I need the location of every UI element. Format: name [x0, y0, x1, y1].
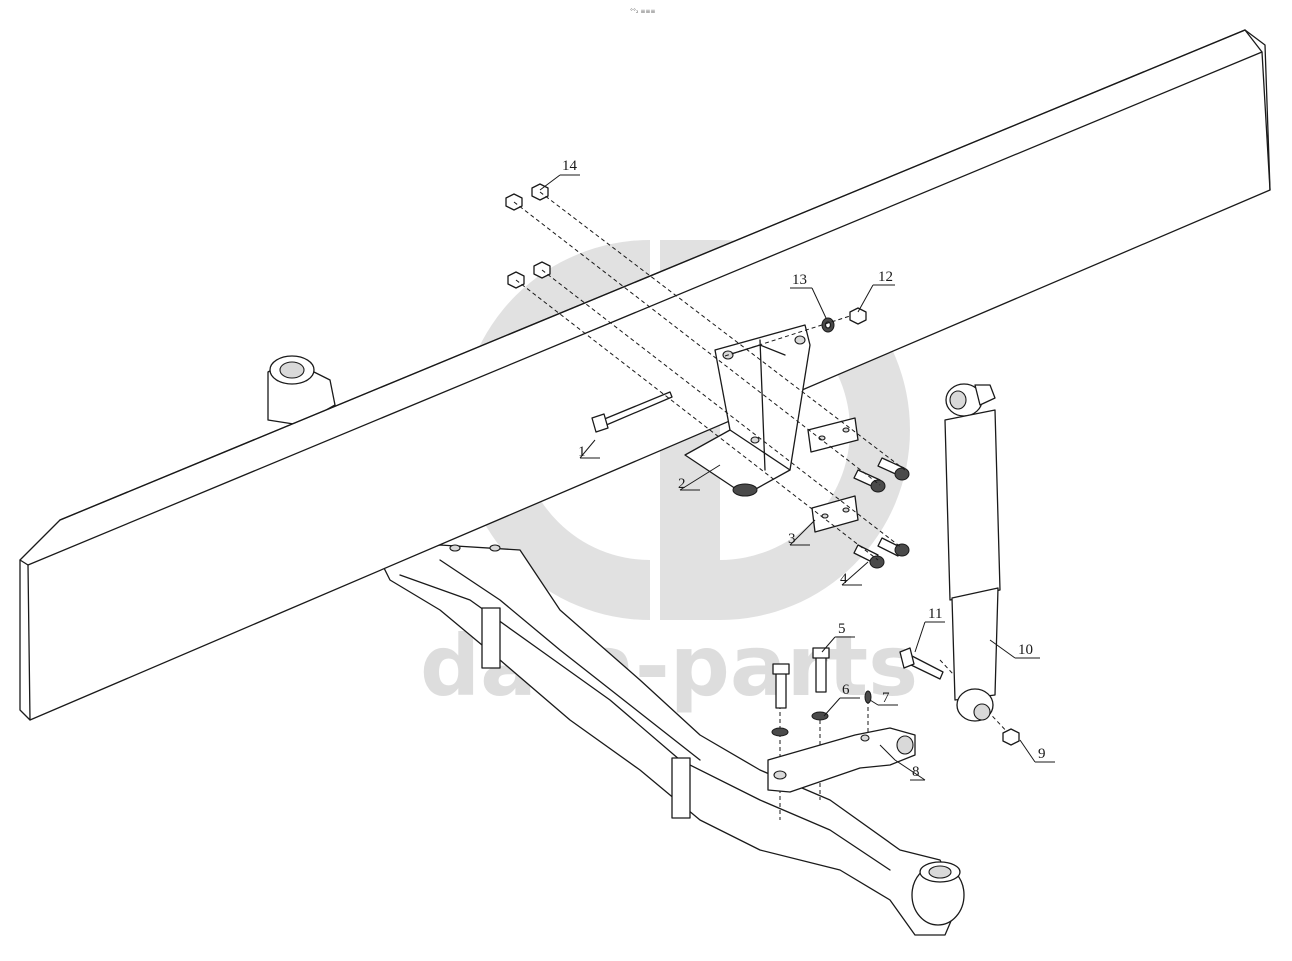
callout-14: 14	[562, 158, 578, 174]
callout-13: 13	[792, 272, 807, 288]
nuts-14	[505, 183, 551, 289]
callout-2: 2	[678, 476, 686, 492]
lower-bracket-8	[767, 727, 916, 793]
callout-9: 9	[1038, 746, 1046, 762]
bolt-11	[899, 647, 944, 680]
clamp-plate-lower	[811, 495, 859, 533]
callout-8: 8	[912, 764, 920, 780]
clamp-plate-upper	[807, 417, 859, 453]
upper-bracket	[684, 324, 811, 497]
callout-12: 12	[878, 269, 893, 285]
washers-6	[771, 711, 829, 737]
header-note: °°₂ ≡≡≡	[630, 8, 656, 15]
front-axle-beam	[267, 355, 965, 936]
callout-leaders	[539, 174, 1055, 781]
callout-5: 5	[838, 621, 846, 637]
flange-bolts	[853, 457, 910, 569]
callout-10: 10	[1018, 642, 1033, 658]
callout-3: 3	[788, 531, 796, 547]
nut-12	[849, 307, 867, 325]
bolts-5	[772, 647, 830, 709]
nut-9	[1002, 728, 1020, 746]
callout-7: 7	[882, 690, 890, 706]
shock-absorber	[944, 383, 1001, 722]
long-bolt	[591, 391, 673, 433]
callout-1: 1	[578, 444, 586, 460]
callout-labels: 1 2 3 4 5 6 7 8 9 10 11 12 13 14	[562, 158, 1046, 780]
pin-7	[864, 690, 872, 704]
frame-rail	[19, 29, 1271, 721]
washer-13	[821, 317, 835, 333]
callout-6: 6	[842, 682, 850, 698]
callout-11: 11	[928, 606, 942, 622]
callout-4: 4	[840, 571, 848, 587]
